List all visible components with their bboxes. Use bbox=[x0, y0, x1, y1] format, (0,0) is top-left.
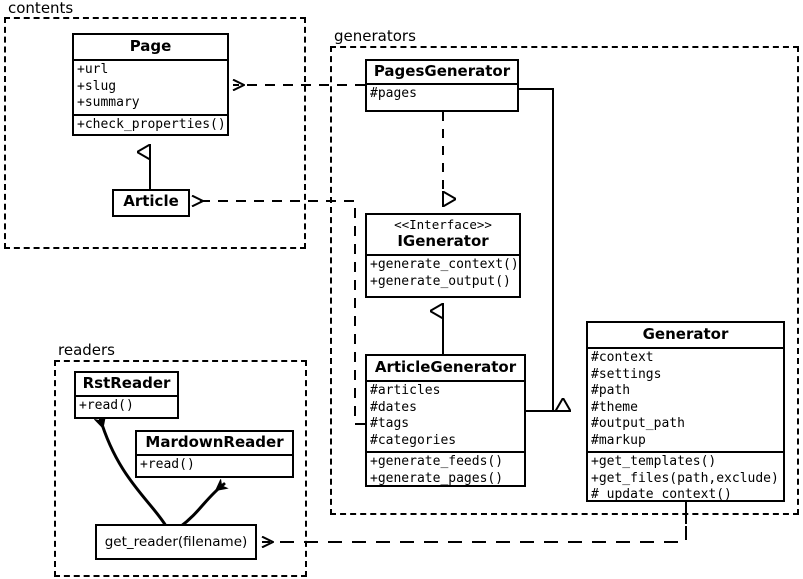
class-generator[interactable]: Generator #context #settings #path #them… bbox=[586, 321, 785, 502]
class-generator-attributes: #context #settings #path #theme #output_… bbox=[588, 347, 783, 451]
attribute: #categories bbox=[370, 432, 457, 448]
method: +generate_pages() bbox=[370, 470, 504, 486]
class-mardown-reader[interactable]: MardownReader +read() bbox=[135, 430, 294, 478]
method: +check_properties() bbox=[77, 116, 226, 132]
class-rst-reader[interactable]: RstReader +read() bbox=[74, 371, 179, 419]
method: +generate_context() bbox=[370, 257, 519, 272]
class-mardown-reader-methods: +read() bbox=[137, 454, 292, 476]
class-igenerator-methods: +generate_context() +generate_output() bbox=[367, 254, 519, 292]
method: #_update_context() bbox=[591, 487, 732, 503]
attribute: #settings bbox=[591, 366, 662, 382]
class-igenerator-stereotype: <<Interface>> bbox=[394, 217, 492, 232]
class-article-generator-attributes: #articles #dates #tags #categories bbox=[367, 380, 524, 451]
package-contents-label: contents bbox=[6, 0, 76, 17]
attribute: #context bbox=[591, 350, 654, 366]
attribute: #markup bbox=[591, 432, 646, 448]
class-igenerator[interactable]: <<Interface>> IGenerator +generate_conte… bbox=[365, 213, 521, 298]
class-generator-name: Generator bbox=[642, 325, 729, 343]
class-generator-methods: +get_templates() +get_files(path,exclude… bbox=[588, 451, 783, 506]
class-igenerator-header: <<Interface>> IGenerator bbox=[367, 215, 519, 254]
method: +get_templates() bbox=[591, 454, 717, 470]
package-contents bbox=[4, 17, 306, 249]
class-article[interactable]: Article bbox=[112, 189, 190, 217]
class-article-generator-name: ArticleGenerator bbox=[374, 358, 517, 376]
class-page-name: Page bbox=[129, 37, 172, 55]
class-page-attributes: +url +slug +summary bbox=[74, 59, 227, 114]
class-page[interactable]: Page +url +slug +summary +check_properti… bbox=[72, 33, 229, 136]
package-generators bbox=[330, 46, 799, 515]
package-readers bbox=[54, 360, 307, 577]
attribute: #pages bbox=[370, 86, 417, 102]
package-readers-label: readers bbox=[56, 341, 117, 359]
attribute: #theme bbox=[591, 399, 638, 415]
class-pages-generator[interactable]: PagesGenerator #pages bbox=[365, 59, 519, 112]
class-article-generator-methods: +generate_feeds() +generate_pages() bbox=[367, 451, 524, 489]
class-article-name: Article bbox=[123, 192, 179, 210]
class-rst-reader-name: RstReader bbox=[82, 374, 171, 392]
attribute: +slug bbox=[77, 78, 117, 94]
method: +read() bbox=[140, 457, 195, 473]
class-pages-generator-name: PagesGenerator bbox=[373, 62, 511, 80]
class-rst-reader-methods: +read() bbox=[76, 395, 177, 417]
class-article-generator[interactable]: ArticleGenerator #articles #dates #tags … bbox=[365, 354, 526, 487]
function-get-reader-label: get_reader(filename) bbox=[104, 534, 248, 550]
class-page-methods: +check_properties() bbox=[74, 113, 227, 136]
attribute: #articles bbox=[370, 383, 441, 399]
class-pages-generator-attributes: #pages bbox=[367, 83, 517, 105]
method: +generate_output() bbox=[370, 273, 511, 289]
attribute: #path bbox=[591, 383, 631, 399]
attribute: +url bbox=[77, 62, 109, 78]
attribute: +summary bbox=[77, 95, 140, 111]
class-mardown-reader-name: MardownReader bbox=[145, 433, 284, 451]
attribute: #tags bbox=[370, 416, 410, 432]
class-igenerator-name: IGenerator bbox=[397, 231, 489, 250]
attribute: #output_path bbox=[591, 416, 685, 432]
attribute: #dates bbox=[370, 399, 417, 415]
function-get-reader[interactable]: get_reader(filename) bbox=[95, 524, 257, 560]
method: +generate_feeds() bbox=[370, 454, 504, 470]
method: +get_files(path,exclude) bbox=[591, 470, 779, 486]
package-generators-label: generators bbox=[332, 27, 418, 45]
method: +read() bbox=[79, 398, 134, 414]
